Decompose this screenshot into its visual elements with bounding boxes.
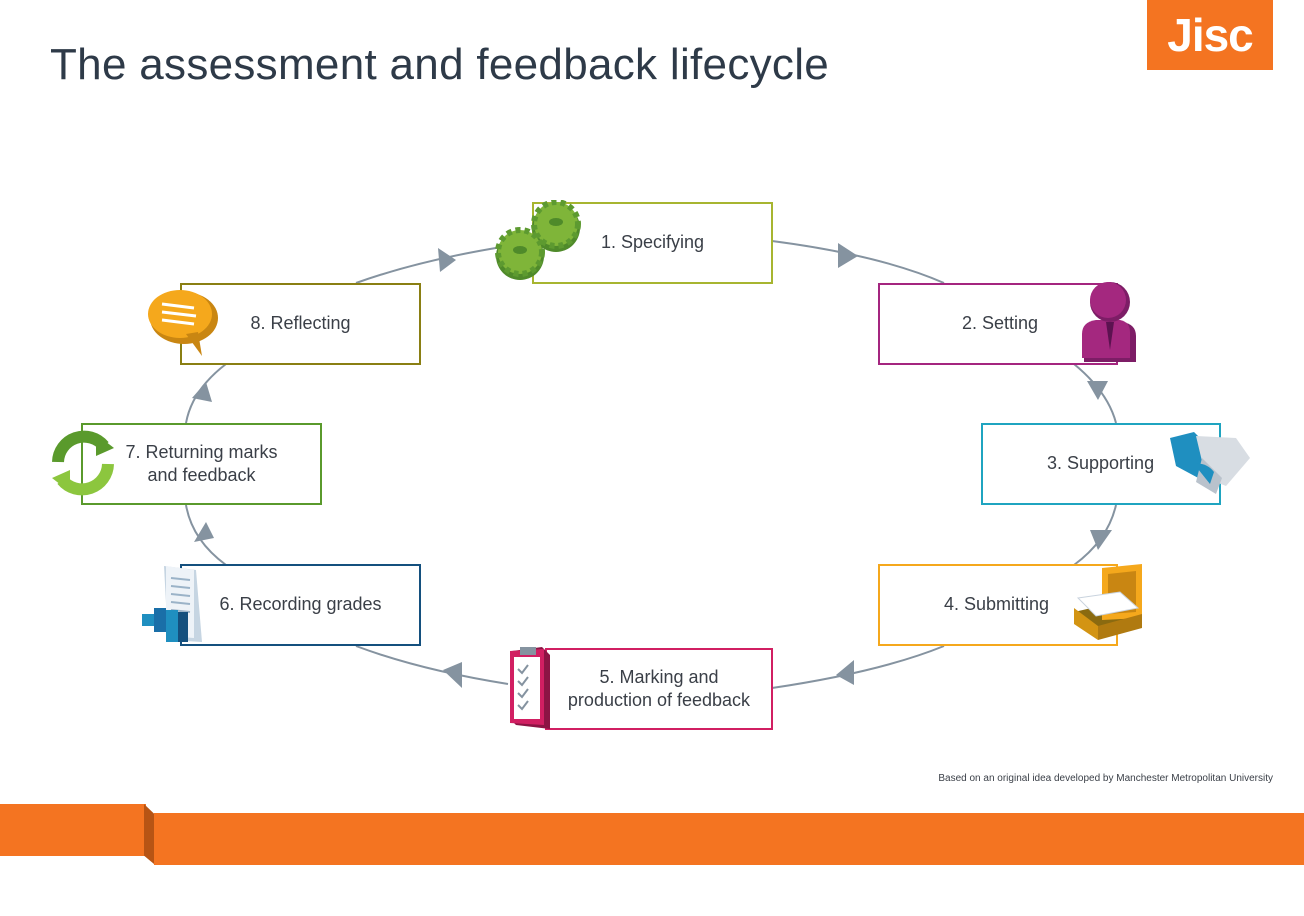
cycle-arrow-4-5 (836, 660, 854, 685)
bar-chart-document-icon (142, 566, 202, 642)
cycle-line-1-2 (771, 240, 945, 284)
stage-2-setting: 2. Setting (878, 283, 1118, 365)
stage-label: 4. Submitting (944, 594, 1050, 615)
cycle-arrow-2-3 (1087, 381, 1108, 400)
clipboard-icon (510, 647, 550, 729)
stage-label: 3. Supporting (1047, 453, 1155, 474)
cycle-line-4-5 (771, 645, 945, 689)
stage-label: 7. Returning marks and feedback (125, 441, 278, 485)
credit-text: Based on an original idea developed by M… (938, 773, 1273, 784)
stage-label: 2. Setting (962, 313, 1039, 334)
cycle-arrow-6-7 (194, 522, 214, 542)
jisc-logo: Jisc (1147, 0, 1273, 70)
stage-label: 5. Marking and production of feedback (567, 666, 751, 710)
stage-8-reflecting: 8. Reflecting (180, 283, 421, 365)
stage-label: 8. Reflecting (250, 313, 351, 334)
page-title: The assessment and feedback lifecycle (50, 40, 830, 89)
stage-label: 6. Recording grades (219, 594, 382, 615)
gears-icon (495, 200, 581, 280)
stage-7-returning: 7. Returning marks and feedback (81, 423, 322, 505)
cycle-line-8-1 (355, 245, 509, 284)
cycle-arrow-8-1 (438, 248, 456, 272)
cycle-arrow-3-4 (1090, 530, 1112, 550)
handshake-icon (1170, 432, 1250, 494)
stage-label: 1. Specifying (600, 232, 705, 253)
cycle-arrow-1-2 (838, 243, 858, 268)
speech-bubble-icon (148, 290, 218, 356)
stage-4-submitting: 4. Submitting (878, 564, 1118, 646)
footer-band (154, 813, 1304, 865)
briefcase-icon (1074, 564, 1142, 640)
stage-6-recording: 6. Recording grades (180, 564, 421, 646)
footer-band-fold (144, 804, 154, 864)
cycle-line-5-6 (355, 645, 509, 685)
cycle-arrow-5-6 (443, 662, 462, 688)
stage-5-marking: 5. Marking and production of feedback (545, 648, 773, 730)
cycle-arrows-icon (52, 430, 114, 496)
footer-band-left (0, 804, 146, 856)
person-icon (1082, 282, 1136, 362)
cycle-arrow-7-8 (192, 382, 212, 402)
